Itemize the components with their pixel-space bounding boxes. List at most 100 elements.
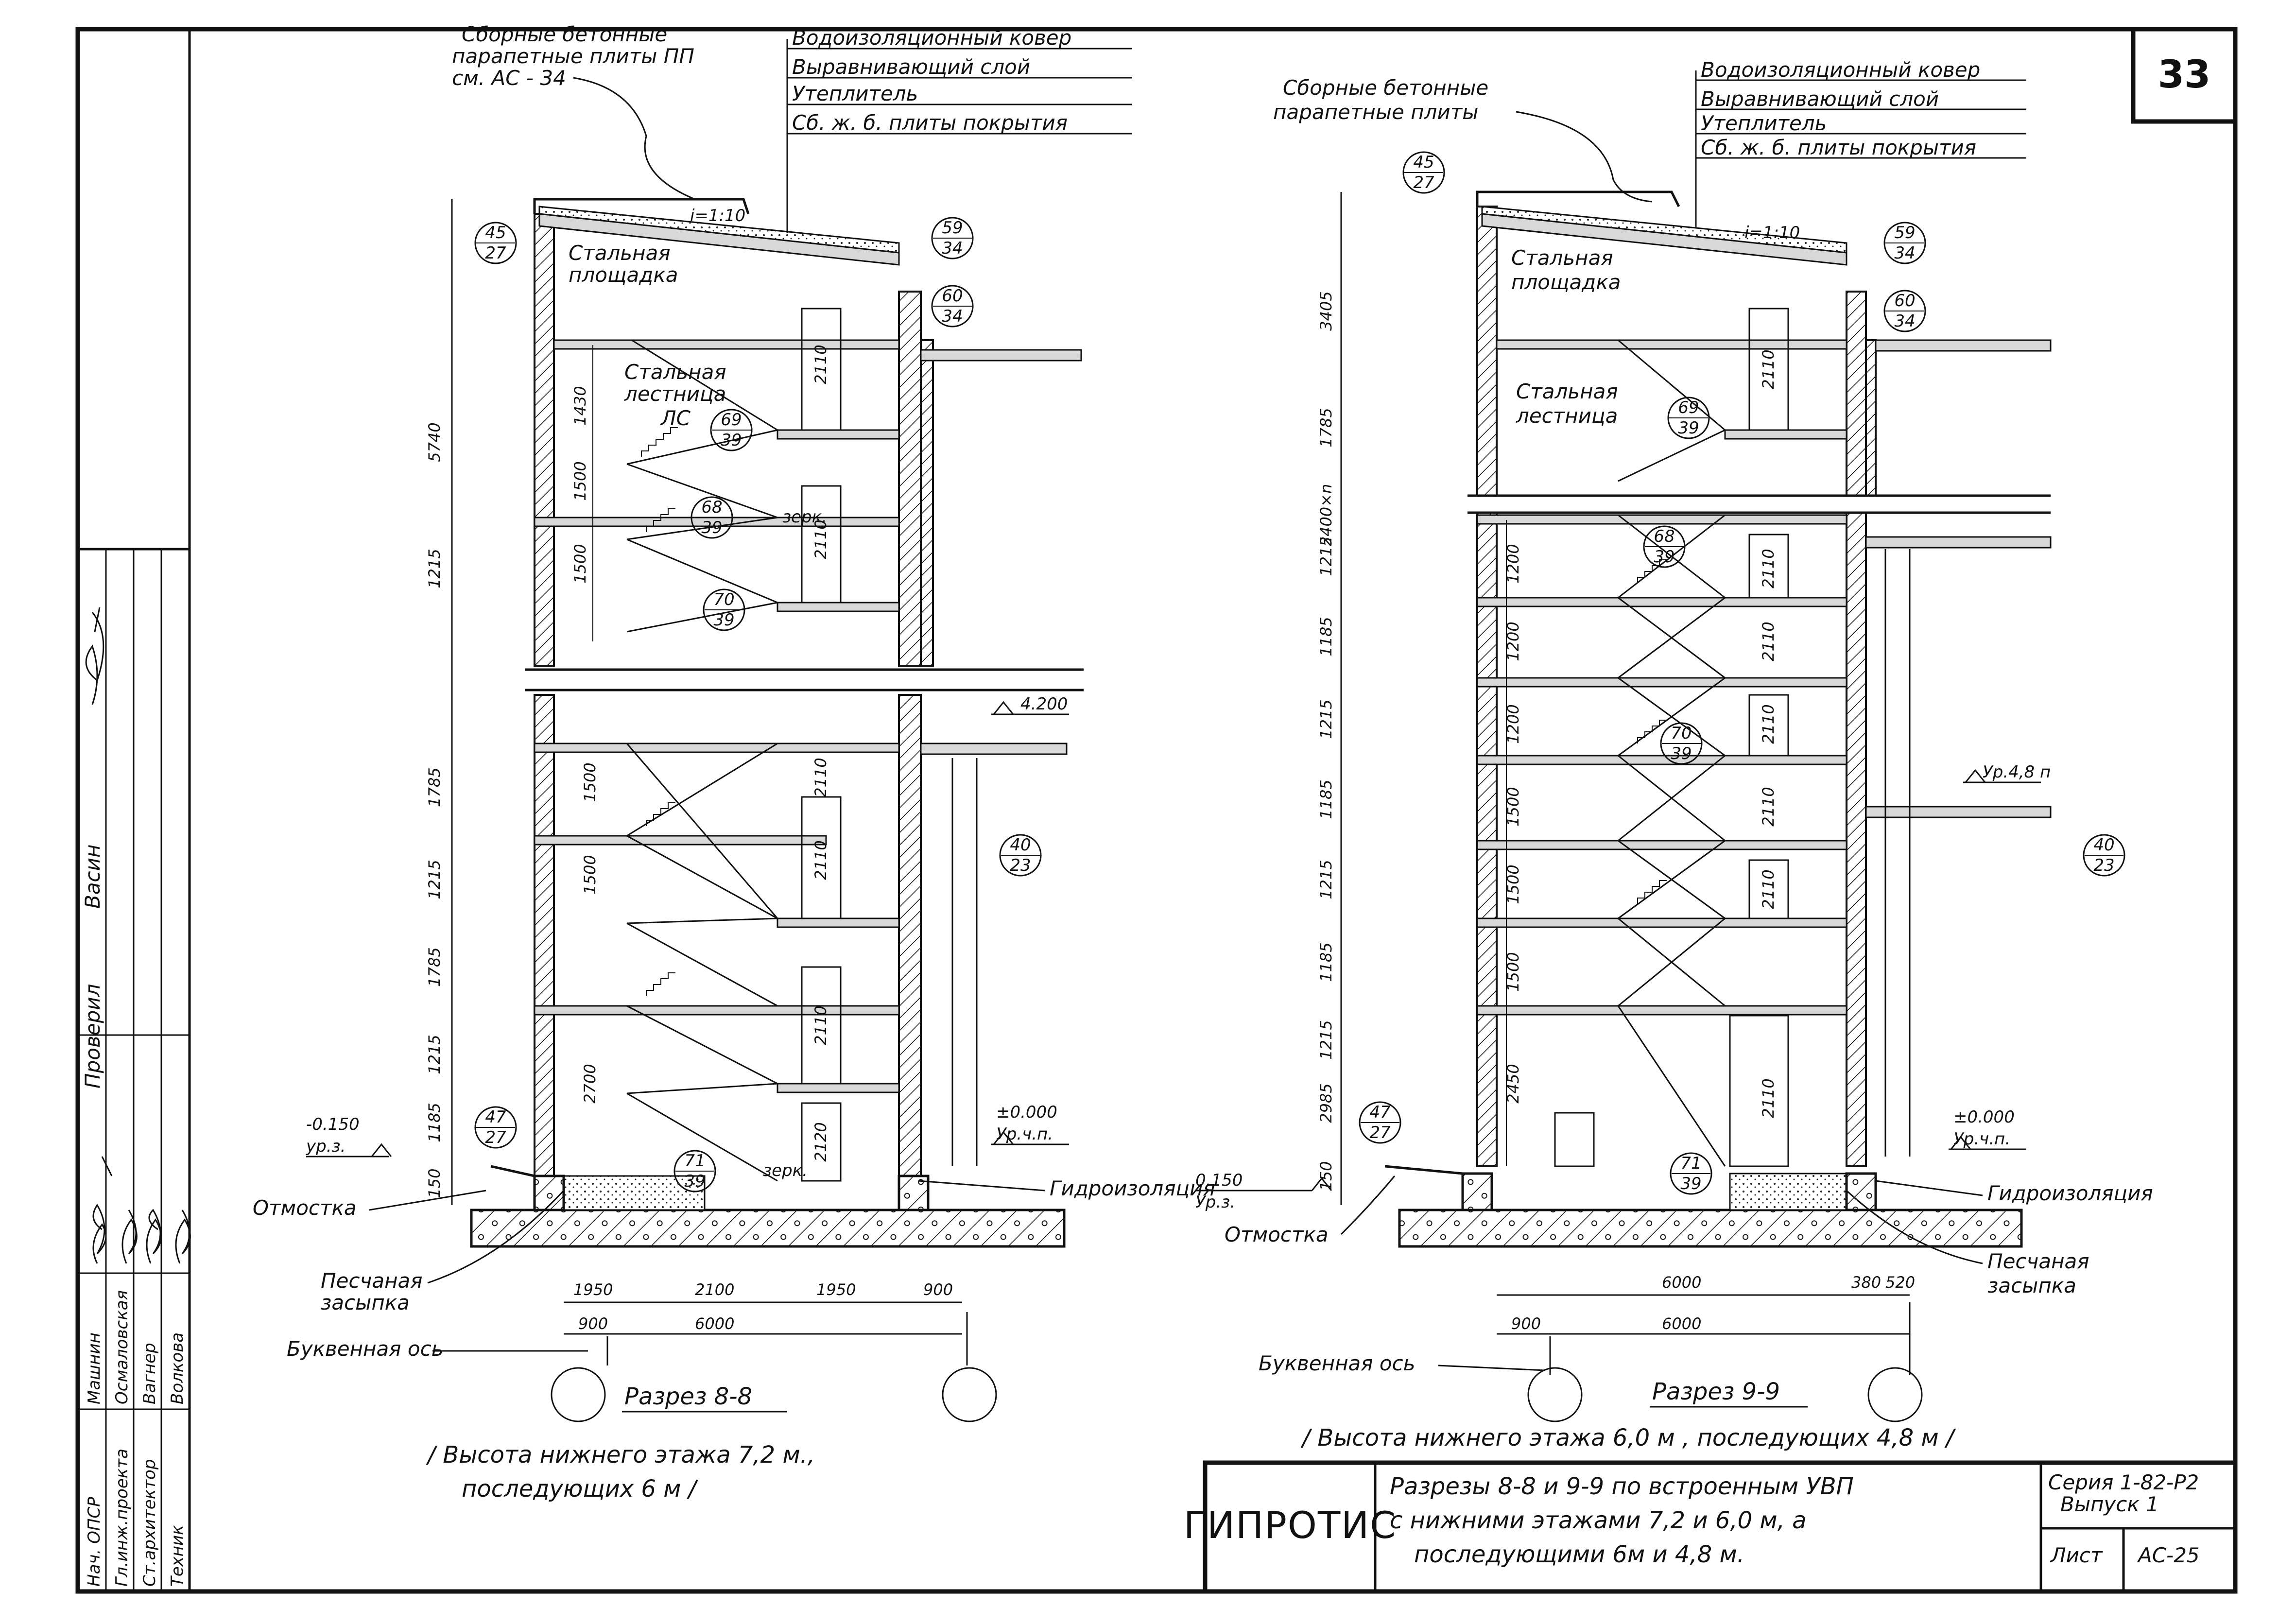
dim-99-7: 1215 (1317, 860, 1335, 899)
callout-99-7-bot: 27 (1369, 1123, 1391, 1142)
roof-slope-99: i=1:10 (1744, 223, 1800, 242)
section-note-99: / Высота нижнего этажа 6,0 м , последующ… (1300, 1424, 1956, 1451)
dim-99-9: 1215 (1317, 1020, 1335, 1059)
waterproofing-99: Гидроизоляция (1987, 1181, 2153, 1205)
dim-88-4: 1500 (571, 544, 589, 583)
callout-88-1-top: 59 (942, 218, 963, 238)
callout-99-3-bot: 39 (1678, 418, 1699, 438)
level-left-99-lbl: Ур.з. (1195, 1192, 1235, 1212)
hdim-88-5: 6000 (695, 1314, 734, 1333)
callout-99-8-bot: 39 (1680, 1174, 1701, 1193)
hdim-88-2: 1950 (816, 1280, 856, 1299)
callout-99-1-bot: 34 (1894, 243, 1915, 263)
callout-99-40-23: 40 23 (2083, 834, 2125, 877)
callout-99-71-39: 71 39 (1670, 1152, 1712, 1195)
callout-99-4-bot: 39 (1654, 547, 1675, 567)
blind-area-99: Отмостка (1225, 1223, 1329, 1246)
axis-label-88: Буквенная ось (287, 1337, 443, 1361)
callout-99-7-top: 47 (1369, 1103, 1391, 1122)
level-right-99-val: ±0.000 (1953, 1107, 2015, 1127)
sand-fill-88-2: засыпка (321, 1291, 410, 1314)
callout-99-2-bot: 34 (1894, 311, 1915, 331)
dim-99-0: 3405 (1317, 291, 1335, 330)
callout-88-59-34: 59 34 (931, 217, 974, 259)
hdim-99-2: 520 (1885, 1273, 1915, 1292)
waterproofing-88-leader (918, 1180, 1045, 1192)
dim-99-6: 1185 (1317, 779, 1335, 819)
blind-area-88: Отмостка (253, 1196, 357, 1220)
callout-99-5-bot: 39 (1671, 744, 1692, 763)
issue-label: Выпуск 1 (2060, 1492, 2159, 1516)
stair-code-88: ЛС (660, 406, 691, 430)
floor-slab-4-88 (534, 1005, 900, 1016)
sand-fill-88-1: Песчаная (321, 1269, 423, 1293)
callout-99-69-39: 69 39 (1667, 397, 1710, 439)
stair-treads-88 (641, 427, 678, 996)
ground-line-88 (490, 1165, 535, 1177)
callout-88-3-bot: 39 (721, 431, 742, 450)
footing-right-99 (1845, 1172, 1877, 1211)
hdim-88-1: 2100 (695, 1280, 734, 1299)
stamp-checked-label: Проверил (81, 984, 104, 1089)
callout-88-8-top: 71 (684, 1151, 705, 1171)
floor-slab-4-99 (1476, 755, 1847, 765)
break-band-99 (1467, 496, 2051, 513)
top-slab-88 (553, 339, 900, 350)
axis-label-99: Буквенная ось (1259, 1351, 1415, 1375)
dim-88-1: 1430 (571, 386, 589, 425)
door-99-2 (1748, 534, 1789, 599)
roof-insul-88 (538, 206, 900, 254)
column-88 (951, 758, 978, 1166)
break-band-88 (525, 671, 1084, 690)
hdim-88-0: 1950 (573, 1280, 613, 1299)
dim-99-11: 150 (1317, 1161, 1335, 1191)
callout-88-68-39: 68 39 (691, 496, 733, 539)
door-99-5 (1729, 1015, 1789, 1167)
inner-dim-99-2: 1200 (1504, 704, 1522, 743)
callout-88-70-39: 70 39 (703, 588, 745, 631)
callout-99-59-34: 59 34 (1883, 222, 1926, 264)
callout-88-2-top: 60 (942, 286, 963, 306)
stamp-name-1: Машнин (85, 1332, 104, 1404)
callout-88-45-27: 45 27 (474, 222, 517, 264)
roof-layers-99: Водоизоляционный ковер Выравнивающий сло… (1695, 58, 2026, 228)
column-99 (1884, 549, 1911, 1157)
roof-layer-99-3: Утеплитель (1701, 111, 1827, 135)
series-label: Серия 1-82-Р2 (2048, 1470, 2199, 1494)
door-dim-99-3: 2110 (1759, 704, 1778, 743)
dims-door-88: 2110 2110 2110 2110 2110 2700 2120 (581, 345, 830, 1161)
level-left-99-val: 0.150 (1195, 1171, 1243, 1190)
door-dim-99-1: 2110 (1759, 549, 1778, 588)
stair-flights-88 (626, 339, 778, 1182)
door-99-4 (1748, 859, 1789, 919)
right-ext-slab-99 (1865, 536, 2052, 549)
signature-5 (175, 1210, 191, 1264)
dim-88-2: 1500 (571, 461, 589, 501)
approval-stamp: Нач. ОПСР Гл.инж.проекта Ст.архитектор Т… (76, 548, 191, 1593)
footing-right-88 (898, 1175, 930, 1211)
dim-99-4: 1185 (1317, 617, 1335, 656)
blind-area-99-leader (1340, 1175, 1396, 1235)
roof-callout-99-2: парапетные плиты (1273, 100, 1478, 124)
dim-88-3: 1215 (425, 549, 444, 588)
level-left-88-mark (306, 1143, 392, 1158)
axis-label-99-leader (1438, 1365, 1546, 1371)
floor-slab-1-99 (1476, 514, 1847, 525)
sand-fill-88-leader (427, 1190, 565, 1284)
dim-99-8: 1185 (1317, 942, 1335, 982)
roof-callout-88-3: см. АС - 34 (452, 66, 566, 90)
callout-99-2-top: 60 (1894, 291, 1915, 311)
callout-88-6-top: 40 (1010, 835, 1031, 855)
dim-99-2: 2400×n (1317, 484, 1335, 547)
dim-99-10: 2985 (1317, 1083, 1335, 1123)
callout-88-4-bot: 39 (701, 518, 722, 537)
callout-88-1-bot: 34 (942, 239, 963, 258)
left-wall-99 (1476, 206, 1498, 499)
callout-88-4-top: 68 (701, 498, 722, 517)
roof-layers-88: Водоизоляционный ковер Выравнивающий сло… (786, 26, 1132, 233)
roof-slope-88: i=1:10 (690, 206, 745, 225)
axis-bubble-88-left (551, 1367, 606, 1422)
callout-99-5-top: 70 (1671, 724, 1692, 743)
callout-88-0-bot: 27 (485, 243, 506, 263)
right-ext-slab2-99 (1865, 806, 2052, 818)
